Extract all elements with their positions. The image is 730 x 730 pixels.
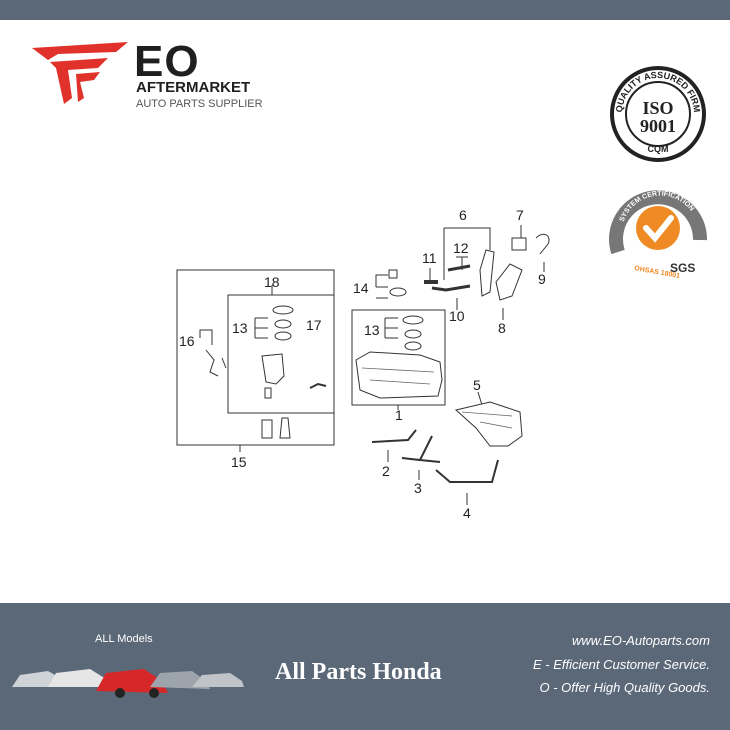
footer: ALL Models All Parts Honda www.EO-Autopa… [0,603,730,730]
ohsas-mark: SGS [670,261,695,275]
assembly-box-15 [176,269,335,446]
slogan-o: O - Offer High Quality Goods. [539,680,710,695]
brand-line: AFTERMARKET [136,79,251,96]
eo-logo-icon [32,42,128,104]
iso-number: 9001 [640,116,676,136]
ohsas-18001-seal-icon: SYSTEM CERTIFICATION OHSAS 18001 SGS [609,190,708,280]
all-models-label: ALL Models [95,633,153,645]
header: EO AFTERMARKET AUTO PARTS SUPPLIER QUALI… [0,0,730,280]
callout-13b: 13 [364,322,380,338]
callout-2: 2 [382,463,390,479]
callout-15: 15 [231,454,247,470]
callout-11: 11 [422,250,437,266]
callout-1: 1 [395,407,403,423]
callout-3: 3 [414,480,422,496]
fuel-tank-parts-diagram: 1 2 3 4 5 6 7 8 9 10 11 12 13 13 14 15 1… [176,207,550,521]
callout-13a: 13 [232,320,248,336]
footer-title: All Parts Honda [275,659,442,685]
top-band [0,0,730,20]
website-url[interactable]: www.EO-Autoparts.com [572,633,710,648]
callout-16: 16 [179,333,195,349]
callout-5: 5 [473,377,481,393]
car-lineup-icon [12,669,244,698]
brand-name: EO [134,37,200,86]
callout-4: 4 [463,505,471,521]
callout-10: 10 [449,308,465,324]
callout-18: 18 [264,274,280,290]
slogan-e: E - Efficient Customer Service. [533,657,710,672]
iso-mark: CQM [648,144,669,154]
callout-9: 9 [538,271,546,287]
callout-17: 17 [306,317,322,333]
callout-12: 12 [453,240,469,256]
iso-9001-seal-icon: QUALITY ASSURED FIRM ISO 9001 CQM [610,66,706,162]
assembly-box-17 [227,294,335,414]
iso-name: ISO [642,98,673,118]
callout-14: 14 [353,280,369,296]
callout-6: 6 [459,207,467,223]
callout-8: 8 [498,320,506,336]
tagline: AUTO PARTS SUPPLIER [136,98,263,110]
callout-7: 7 [516,207,524,223]
